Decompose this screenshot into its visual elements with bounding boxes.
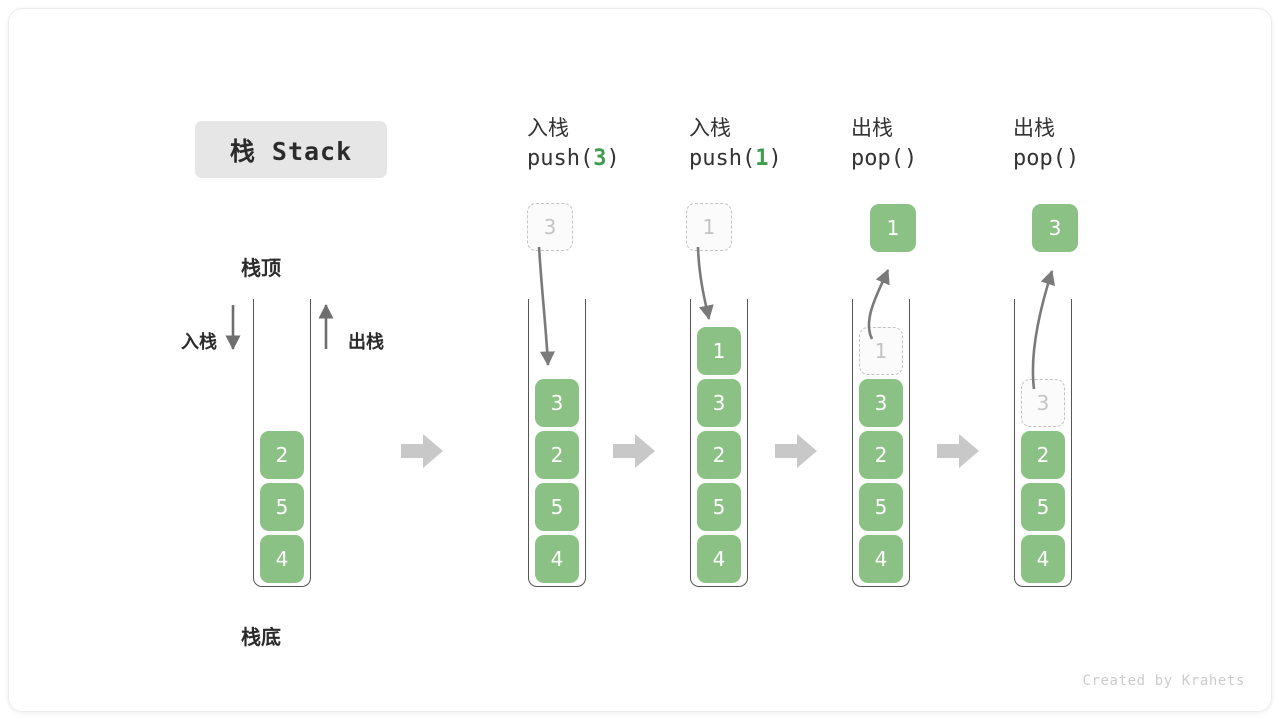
stack-container: 4 5 2 3 [1014,299,1072,587]
stack-cell: 4 [697,535,741,583]
stack-container: 4 5 2 3 [528,299,586,587]
stack-cell: 3 [535,379,579,427]
page-title: 栈 Stack [195,121,387,178]
op-heading: 出栈 pop() [833,113,993,175]
stack-cell: 5 [697,483,741,531]
arrow-right-block-icon [401,434,443,468]
stack-cell-removed: 3 [1021,379,1065,427]
column-pop-3: 出栈 pop() 3 4 5 2 3 [995,9,1155,711]
op-label-code: push(1) [689,143,831,175]
incoming-value-box: 3 [527,203,573,251]
op-code-prefix: push( [527,146,594,171]
stack-cell-removed: 1 [859,327,903,375]
stack-cell: 5 [260,483,304,531]
stack-cell: 3 [697,379,741,427]
op-code-suffix: ) [1065,146,1080,171]
stack-items: 4 5 2 3 [529,375,585,583]
op-code-prefix: push( [689,146,756,171]
column-pop-1: 出栈 pop() 1 4 5 2 3 1 [833,9,993,711]
popped-value-box: 1 [870,204,916,252]
diagram-card: 栈 Stack 栈顶 栈底 入栈 出栈 4 5 2 入栈 push(3) 3 4… [8,8,1272,712]
op-heading: 入栈 push(1) [671,113,831,175]
op-label-cn: 出栈 [1013,116,1055,140]
stack-cell: 2 [260,431,304,479]
stack-cell: 4 [859,535,903,583]
stack-cell: 5 [535,483,579,531]
op-code-arg: 3 [593,146,607,171]
column-push-3: 入栈 push(3) 3 4 5 2 3 [509,9,669,711]
op-label-cn: 入栈 [527,116,569,140]
column-push-1: 入栈 push(1) 1 4 5 2 3 1 [671,9,831,711]
label-stack-top: 栈顶 [241,256,281,280]
op-label-cn: 出栈 [851,116,893,140]
stack-cell: 3 [859,379,903,427]
stack-container: 4 5 2 [253,299,311,587]
stack-cell: 5 [1021,483,1065,531]
label-stack-bottom: 栈底 [241,625,281,649]
stack-container: 4 5 2 3 1 [852,299,910,587]
incoming-value-box: 1 [686,203,732,251]
stack-items: 4 5 2 3 [1015,375,1071,583]
stack-items: 4 5 2 [254,427,310,583]
stack-cell: 4 [535,535,579,583]
op-code-prefix: pop( [1013,146,1066,171]
op-label-cn: 入栈 [689,116,731,140]
popped-value-box: 3 [1032,204,1078,252]
stack-cell: 2 [697,431,741,479]
op-label-code: pop() [1013,143,1155,175]
op-code-prefix: pop( [851,146,904,171]
stack-cell: 2 [1021,431,1065,479]
watermark: Created by Krahets [1082,673,1245,689]
stack-cell: 4 [1021,535,1065,583]
op-code-suffix: ) [903,146,918,171]
op-heading: 出栈 pop() [995,113,1155,175]
label-push-side: 入栈 [181,332,217,353]
stack-items: 4 5 2 3 1 [853,323,909,583]
column-initial: 4 5 2 [184,9,344,711]
op-code-suffix: ) [606,146,620,171]
stack-cell: 1 [697,327,741,375]
stack-cell: 4 [260,535,304,583]
op-heading: 入栈 push(3) [509,113,669,175]
stack-cell: 5 [859,483,903,531]
stack-items: 4 5 2 3 1 [691,323,747,583]
label-pop-side: 出栈 [348,332,384,353]
op-label-code: push(3) [527,143,669,175]
op-label-code: pop() [851,143,993,175]
op-code-suffix: ) [768,146,782,171]
stack-container: 4 5 2 3 1 [690,299,748,587]
stack-cell: 2 [535,431,579,479]
op-code-arg: 1 [755,146,769,171]
stack-cell: 2 [859,431,903,479]
